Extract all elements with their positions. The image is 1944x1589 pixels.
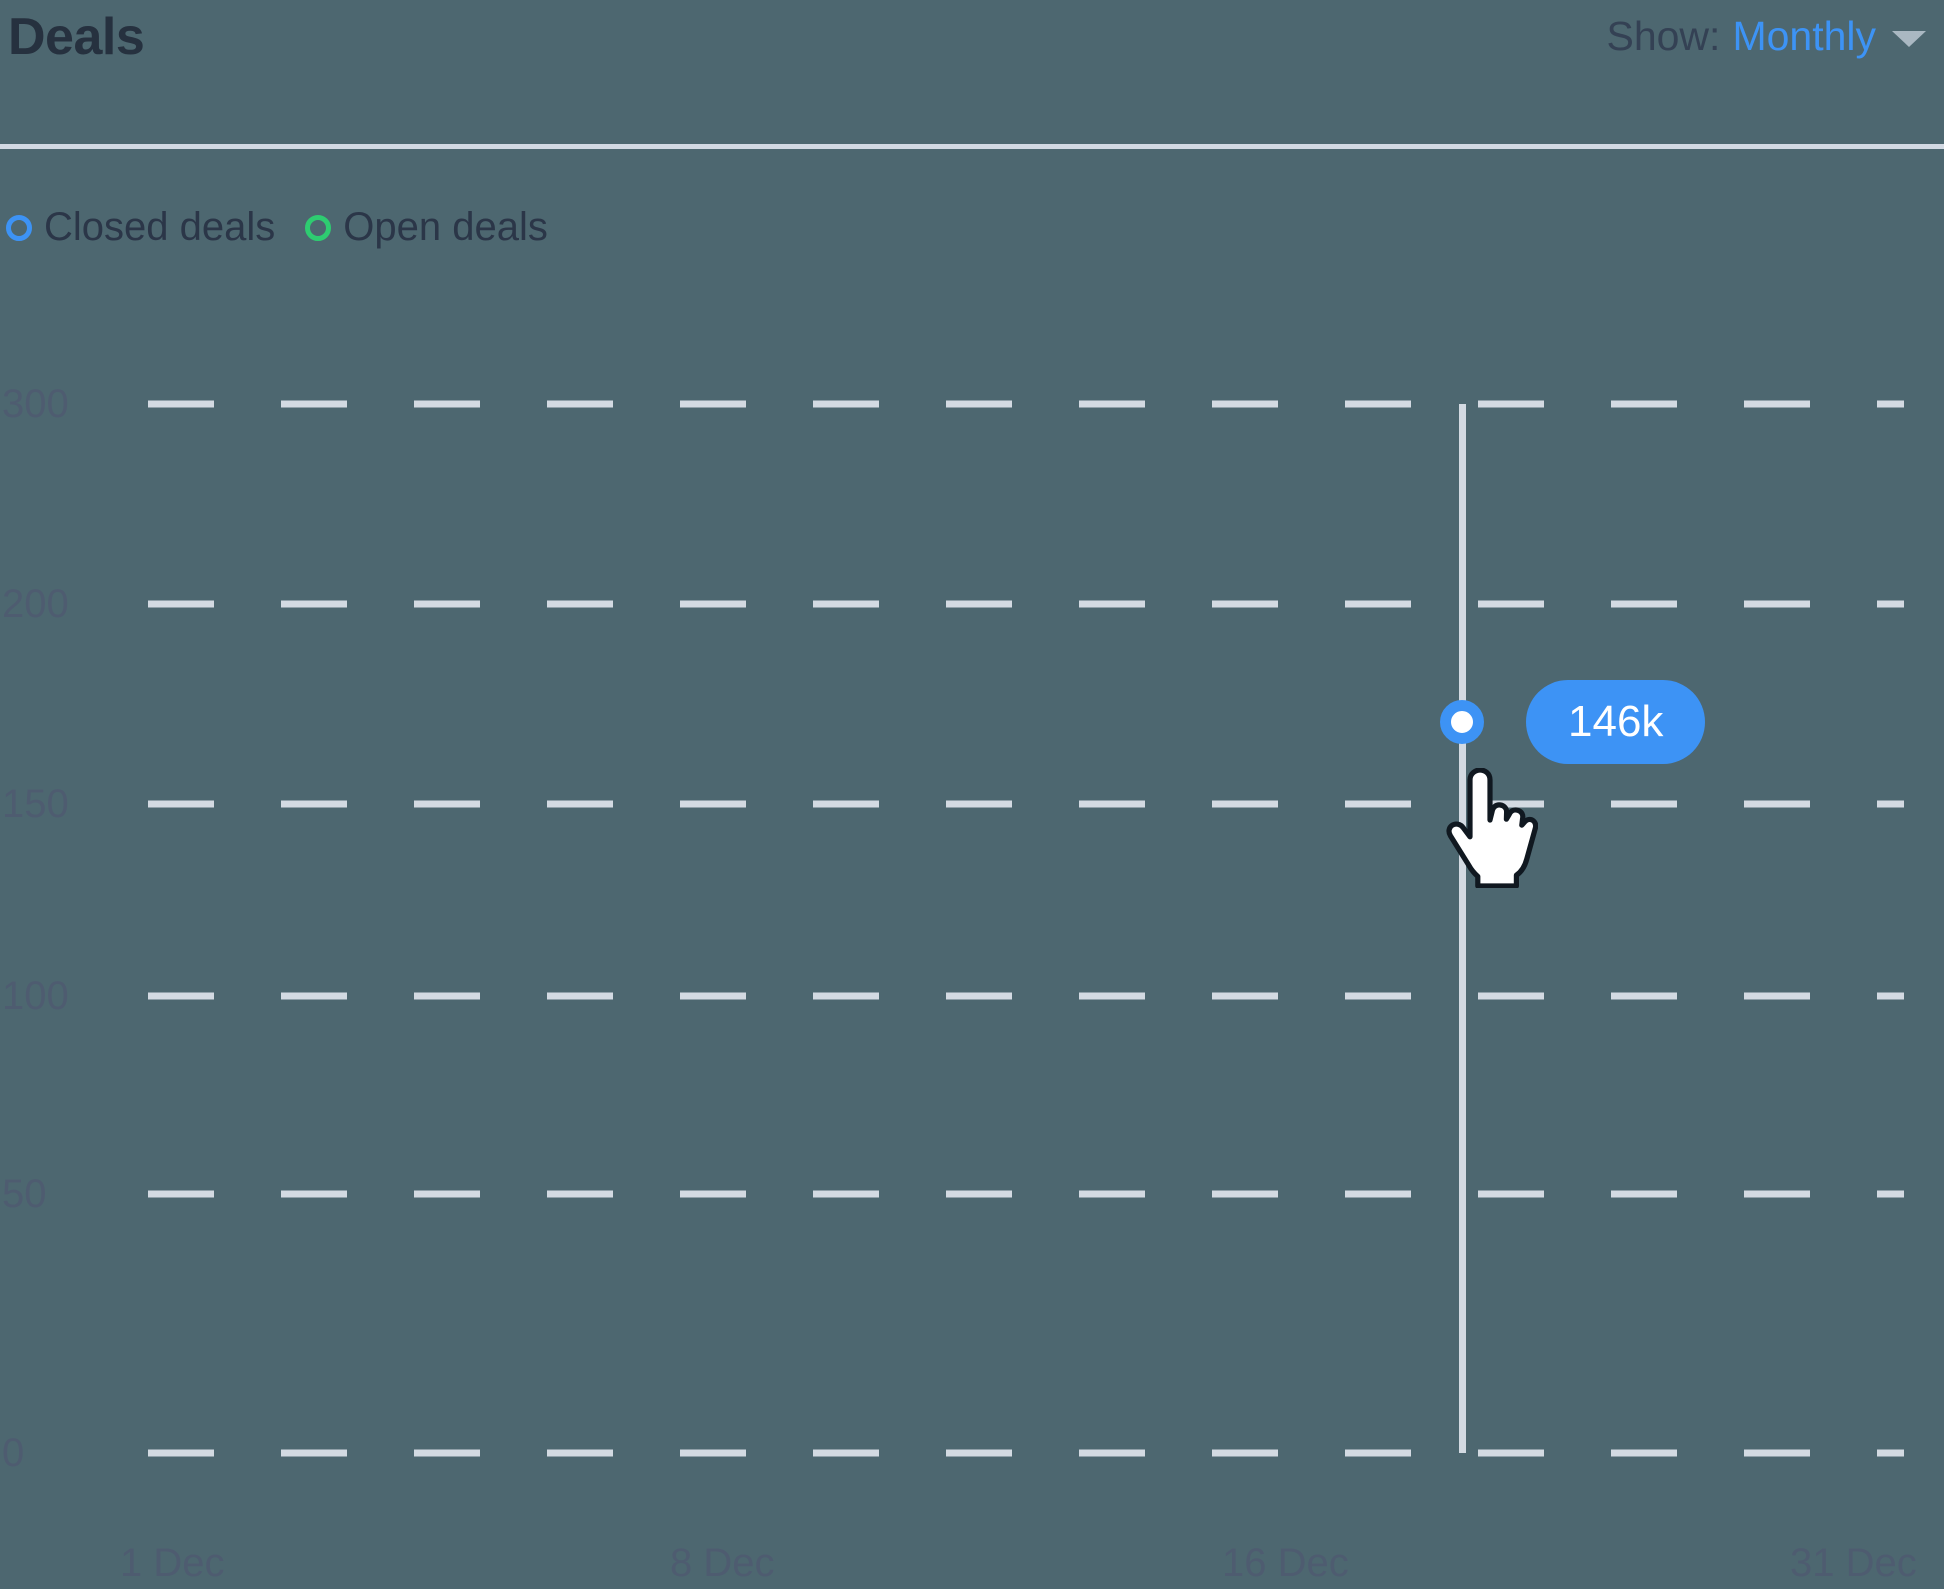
legend-item-closed-deals[interactable]: Closed deals (6, 202, 275, 252)
legend-item-open-deals[interactable]: Open deals (305, 202, 548, 252)
ring-icon-closed-deals (6, 215, 32, 241)
y-tick-label: 50 (2, 1172, 47, 1216)
y-tick-label: 100 (2, 974, 69, 1018)
legend-label-open-deals: Open deals (343, 205, 548, 249)
chart-legend: Closed deals Open deals (6, 200, 548, 254)
x-tick-label: 1 Dec (120, 1541, 225, 1585)
pointing-hand-cursor (1446, 768, 1538, 888)
x-tick-label: 31 Dec (1790, 1541, 1917, 1585)
show-period-control[interactable]: Show: Monthly (1606, 8, 1926, 64)
ring-icon-open-deals (305, 215, 332, 241)
gridline (148, 1449, 1904, 1457)
y-tick-label: 0 (2, 1431, 25, 1475)
y-tick-label: 300 (2, 382, 69, 426)
show-period-value[interactable]: Monthly (1732, 13, 1876, 59)
x-tick-label: 8 Dec (670, 1541, 775, 1585)
gridline (148, 800, 1904, 808)
y-tick-label: 200 (2, 582, 69, 626)
crosshair-line (1459, 404, 1466, 1453)
tooltip-value-bubble: 146k (1526, 680, 1706, 764)
header-divider (0, 144, 1944, 149)
gridline (148, 600, 1904, 608)
show-label: Show: (1606, 13, 1721, 59)
legend-label-closed-deals: Closed deals (44, 205, 276, 249)
chevron-down-icon[interactable] (1892, 31, 1926, 47)
y-tick-label: 150 (2, 782, 69, 826)
page-title: Deals (8, 8, 145, 66)
data-point-marker[interactable] (1440, 700, 1484, 744)
card-header: Deals Show: Monthly (0, 0, 1944, 149)
gridline (148, 400, 1904, 408)
gridline (148, 992, 1904, 1000)
gridline (148, 1190, 1904, 1198)
x-tick-label: 16 Dec (1222, 1541, 1349, 1585)
